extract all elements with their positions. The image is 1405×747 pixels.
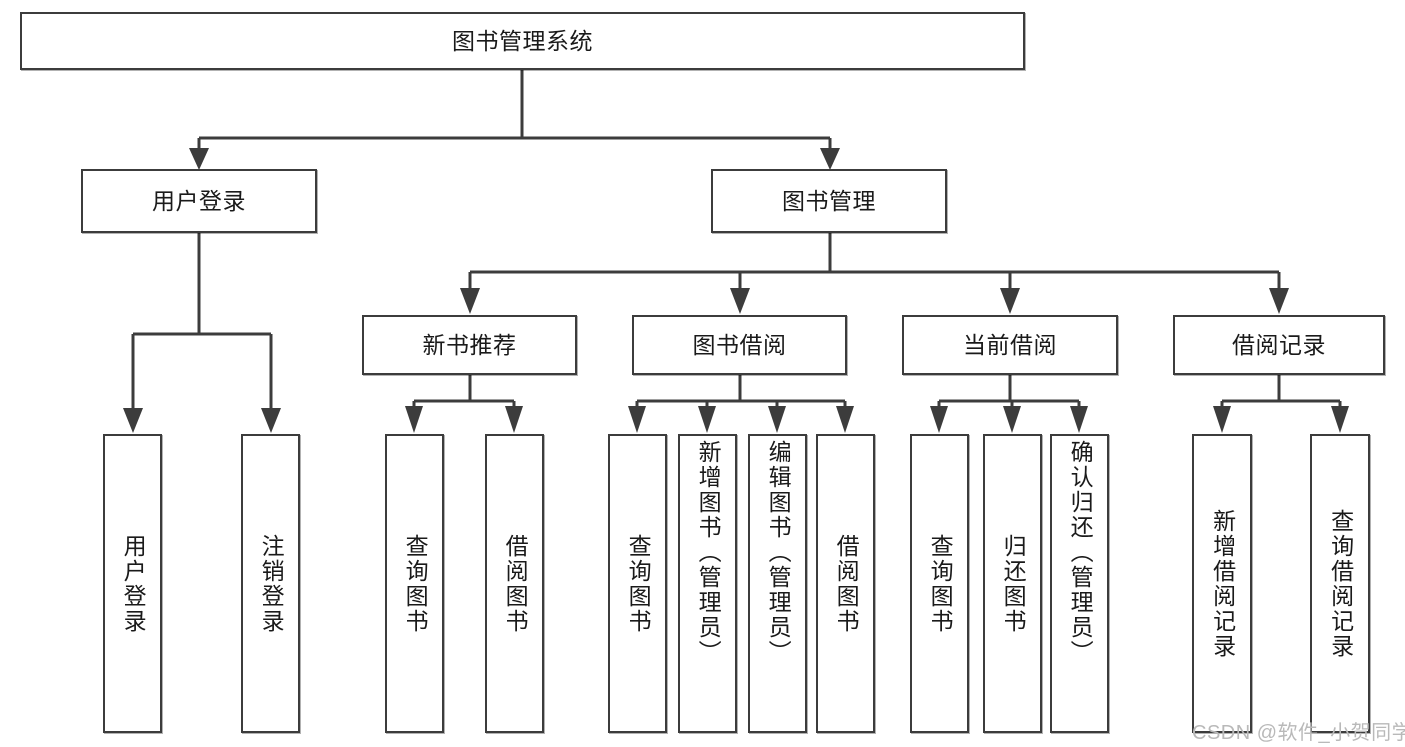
node-leaf-query-record[interactable]: 查询借阅记录 <box>1310 434 1370 733</box>
node-book-borrow[interactable]: 图书借阅 <box>632 315 847 375</box>
node-current-borrow[interactable]: 当前借阅 <box>902 315 1118 375</box>
node-leaf-add-record[interactable]: 新增借阅记录 <box>1192 434 1252 733</box>
node-leaf-query-book-1[interactable]: 查询图书 <box>385 434 444 733</box>
node-leaf-add-book[interactable]: 新增图书（管理员） <box>678 434 737 733</box>
node-leaf-user-login[interactable]: 用户登录 <box>103 434 162 733</box>
node-leaf-borrow-book-2[interactable]: 借阅图书 <box>816 434 875 733</box>
node-user-login-label: 用户登录 <box>152 187 246 214</box>
edge-user-login-to-leaves <box>131 233 273 415</box>
node-borrow-records[interactable]: 借阅记录 <box>1173 315 1385 375</box>
node-leaf-query-book-2-label: 查询图书 <box>625 533 652 634</box>
node-book-borrow-label: 图书借阅 <box>692 331 787 358</box>
node-leaf-query-book-1-label: 查询图书 <box>402 533 429 634</box>
node-root-system[interactable]: 图书管理系统 <box>20 12 1025 70</box>
node-book-manage-label: 图书管理 <box>782 187 876 214</box>
node-new-book-recommend-label: 新书推荐 <box>422 331 517 358</box>
node-leaf-logout[interactable]: 注销登录 <box>241 434 300 733</box>
node-leaf-borrow-book-1[interactable]: 借阅图书 <box>485 434 544 733</box>
node-leaf-borrow-book-1-label: 借阅图书 <box>502 533 529 634</box>
arrowhead-layer <box>123 148 1349 433</box>
node-leaf-user-login-label: 用户登录 <box>120 533 147 634</box>
edge-root-to-level2 <box>197 70 832 158</box>
node-leaf-add-record-label: 新增借阅记录 <box>1209 508 1236 659</box>
edge-new-book-recommend-to-leaves <box>412 375 516 415</box>
node-leaf-query-record-label: 查询借阅记录 <box>1327 508 1354 659</box>
edge-borrow-records-to-leaves <box>1220 375 1342 415</box>
node-user-login[interactable]: 用户登录 <box>81 169 317 233</box>
node-leaf-return-book[interactable]: 归还图书 <box>983 434 1042 733</box>
node-leaf-query-book-2[interactable]: 查询图书 <box>608 434 667 733</box>
node-leaf-confirm-return[interactable]: 确认归还（管理员） <box>1050 434 1109 733</box>
edge-book-manage-to-level3 <box>468 233 1281 297</box>
node-leaf-return-book-label: 归还图书 <box>1000 533 1027 634</box>
node-leaf-borrow-book-2-label: 借阅图书 <box>833 533 860 634</box>
node-new-book-recommend[interactable]: 新书推荐 <box>362 315 577 375</box>
edge-book-borrow-to-leaves <box>635 375 847 415</box>
node-leaf-edit-book[interactable]: 编辑图书（管理员） <box>748 434 807 733</box>
node-leaf-query-book-3[interactable]: 查询图书 <box>910 434 969 733</box>
node-leaf-edit-book-label: 编辑图书（管理员） <box>765 440 792 665</box>
node-current-borrow-label: 当前借阅 <box>963 331 1057 358</box>
node-borrow-records-label: 借阅记录 <box>1232 331 1326 358</box>
csdn-watermark: CSDN @软件_小贺同学 <box>1192 722 1405 744</box>
node-leaf-add-book-label: 新增图书（管理员） <box>695 440 722 665</box>
node-book-manage[interactable]: 图书管理 <box>711 169 947 233</box>
node-leaf-confirm-return-label: 确认归还（管理员） <box>1067 440 1094 665</box>
node-leaf-query-book-3-label: 查询图书 <box>927 533 954 634</box>
node-root-label: 图书管理系统 <box>452 27 593 54</box>
node-leaf-logout-label: 注销登录 <box>258 533 285 634</box>
